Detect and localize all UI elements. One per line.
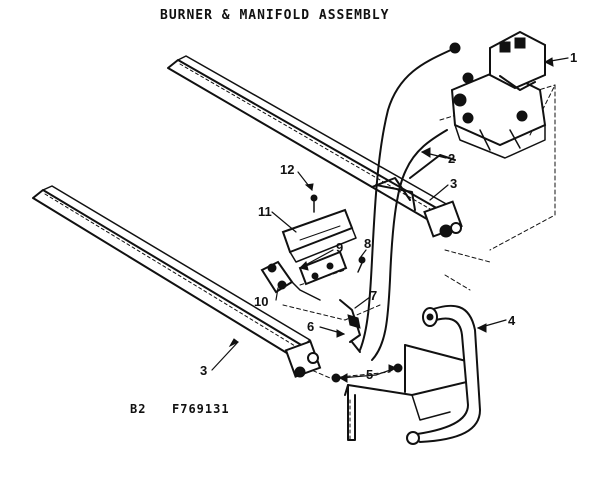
orifice-fitting [339,299,361,353]
pilot-assembly [260,250,366,301]
callout-5: 5 [366,367,373,382]
callout-10: 10 [254,294,268,309]
callout-3-upper: 3 [450,176,457,191]
callout-9: 9 [336,240,343,255]
lower-burner-tube [32,185,322,378]
callout-11: 11 [258,204,272,219]
screw [310,194,318,213]
support-rod [406,304,482,445]
callout-6: 6 [307,319,314,334]
page-code: B2 [130,402,147,416]
arrowheads [228,57,554,383]
manifold-pipe [371,154,456,201]
callout-3-lower: 3 [200,363,207,378]
pilot-bracket [281,208,357,263]
callout-7: 7 [370,288,377,303]
callout-1: 1 [570,50,577,65]
callout-labels: 1 2 3 3 4 5 6 7 8 9 10 11 12 [200,50,577,382]
callout-4: 4 [508,313,516,328]
diagram-title: BURNER & MANIFOLD ASSEMBLY [160,8,390,23]
gas-valve [449,30,547,159]
callout-2: 2 [448,151,455,166]
callout-12: 12 [280,162,294,177]
part-number: F769131 [172,402,230,416]
upper-burner-tube [167,55,463,238]
thermocouple-line [359,47,456,361]
callout-8: 8 [364,236,371,251]
